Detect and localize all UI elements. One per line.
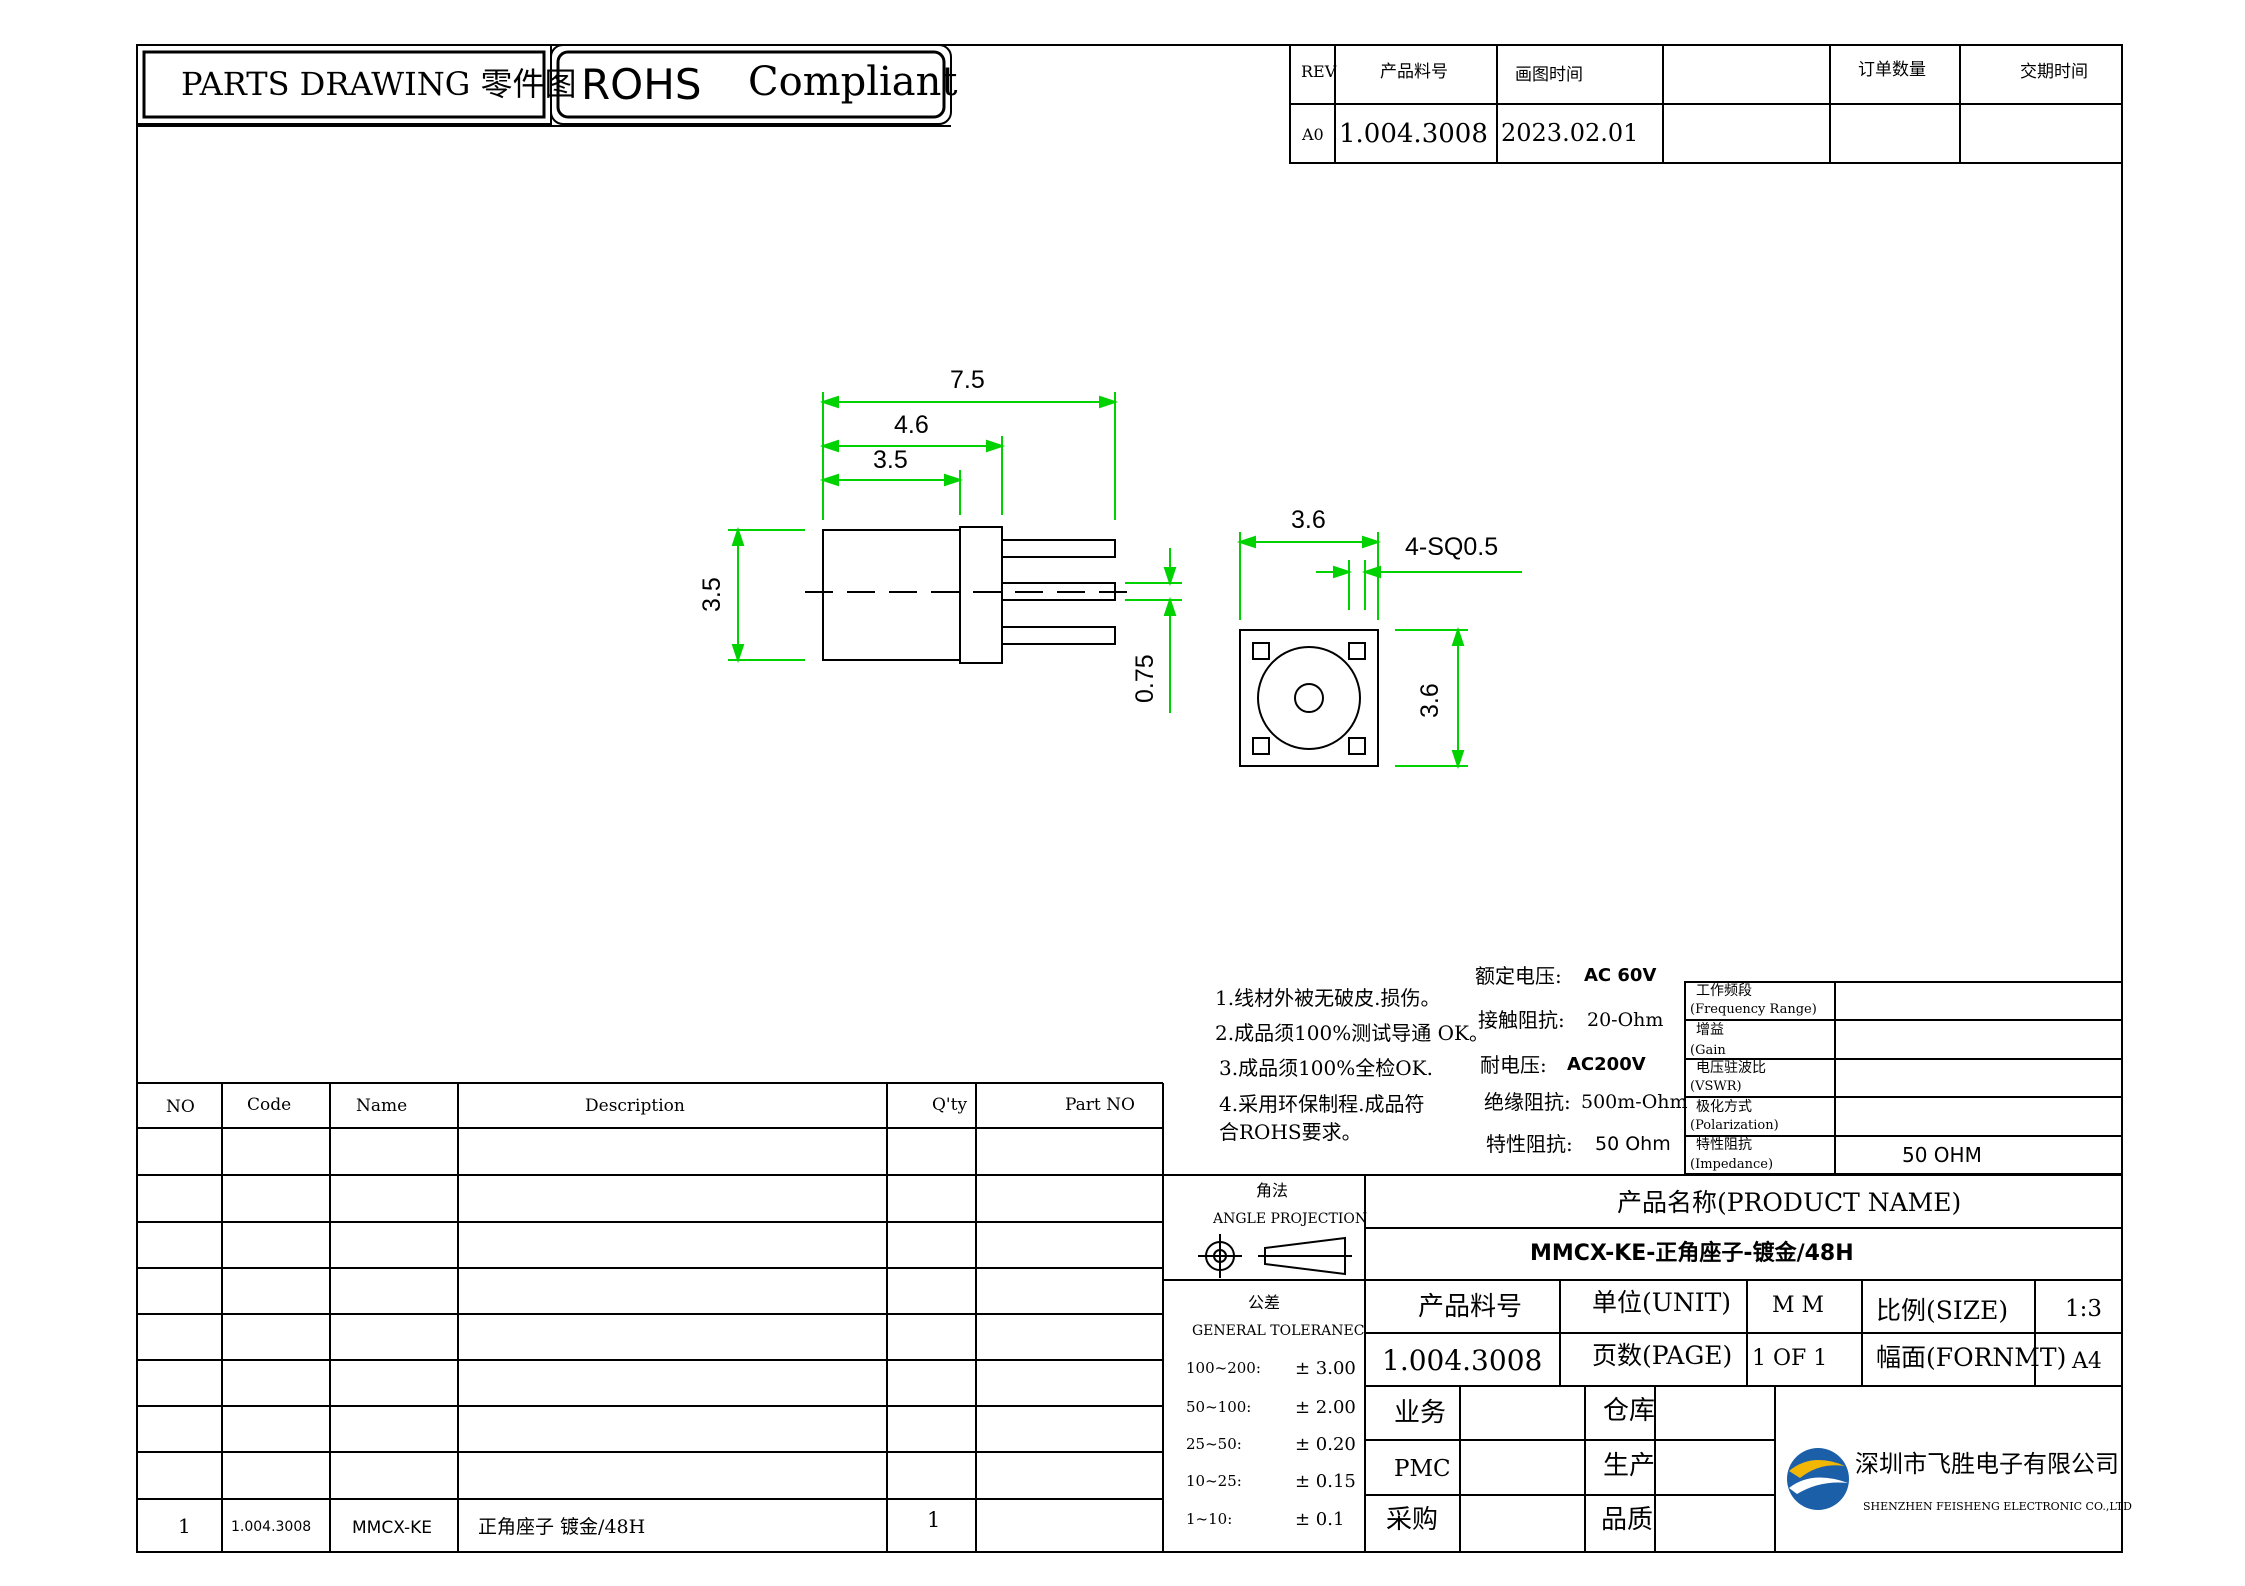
- dim-3-6-top: 3.6: [1291, 506, 1326, 534]
- bom-cell-name: MMCX-KE: [352, 1518, 433, 1538]
- unit-value: M M: [1772, 1293, 1825, 1318]
- tolerance-value: ± 2.00: [1295, 1397, 1356, 1418]
- rf-label-en: (Gain: [1690, 1043, 1726, 1058]
- dim-3-6-right: 3.6: [1416, 683, 1444, 718]
- tolerance-range: 25~50:: [1186, 1435, 1242, 1453]
- tolerance-value: ± 0.20: [1295, 1434, 1356, 1455]
- draw-date-value: 2023.02.01: [1501, 119, 1639, 147]
- format-value: A4: [2072, 1349, 2102, 1374]
- product-name: MMCX-KE-正角座子-镀金/48H: [1530, 1241, 1854, 1266]
- note-2: 2.成品须100%测试导通 OK。: [1215, 1021, 1489, 1045]
- bom-header-qty: Q'ty: [932, 1095, 968, 1115]
- rf-impedance-value: 50 OHM: [1902, 1143, 1982, 1167]
- rf-label-en: (VSWR): [1690, 1079, 1742, 1094]
- angle-label-cn: 角法: [1256, 1181, 1289, 1200]
- side-view: [805, 526, 1135, 664]
- front-view: [1239, 629, 1379, 767]
- spec-value: 50 Ohm: [1595, 1133, 1671, 1155]
- spec-label: 耐电压:: [1480, 1053, 1547, 1077]
- spec-label: 接触阻抗:: [1478, 1008, 1565, 1032]
- spec-value: AC 60V: [1584, 965, 1657, 986]
- page-label: 页数(PAGE): [1592, 1341, 1733, 1370]
- tolerance-range: 50~100:: [1186, 1398, 1252, 1416]
- note-3: 3.成品须100%全检OK.: [1219, 1056, 1433, 1080]
- company-name-en: SHENZHEN FEISHENG ELECTRONIC CO.,LTD: [1863, 1500, 2132, 1513]
- rev-header: REV: [1301, 62, 1337, 81]
- dim-4-6: 4.6: [894, 411, 929, 439]
- bom-cell-code: 1.004.3008: [231, 1519, 312, 1535]
- rf-label-cn: 增益: [1696, 1022, 1724, 1038]
- format-label: 幅面(FORNMT): [1876, 1343, 2067, 1372]
- order-qty-header: 订单数量: [1858, 60, 1926, 80]
- part-no-header: 产品料号: [1380, 62, 1448, 82]
- tolerance-label-en: GENERAL TOLERANEC: [1192, 1323, 1365, 1339]
- draw-date-header: 画图时间: [1515, 65, 1583, 85]
- part-no-value: 1.004.3008: [1382, 1344, 1543, 1377]
- note-1: 1.线材外被无破皮.损伤。: [1215, 986, 1441, 1010]
- part-no-label: 产品料号: [1418, 1292, 1523, 1322]
- rf-label-cn: 极化方式: [1696, 1099, 1752, 1115]
- parts-drawing-title: PARTS DRAWING 零件图: [181, 65, 577, 103]
- delivery-date-header: 交期时间: [2020, 62, 2088, 82]
- dim-3-5-left: 3.5: [698, 577, 726, 612]
- spec-value: AC200V: [1567, 1054, 1646, 1075]
- sign-label-sales: 业务: [1394, 1398, 1447, 1428]
- dim-7-5: 7.5: [950, 366, 985, 394]
- sign-label-warehouse: 仓库: [1603, 1396, 1656, 1426]
- note-4: 4.采用环保制程.成品符: [1219, 1092, 1425, 1116]
- spec-label: 绝缘阻抗:: [1484, 1090, 1571, 1114]
- bom-header-name: Name: [356, 1096, 408, 1116]
- tolerance-value: ± 0.15: [1295, 1471, 1356, 1492]
- bom-cell-qty: 1: [927, 1508, 941, 1532]
- rf-label-cn: 特性阻抗: [1696, 1137, 1752, 1153]
- spec-label: 特性阻抗:: [1486, 1132, 1573, 1156]
- angle-projection-symbol: [1198, 1234, 1352, 1278]
- border-and-tables: [136, 44, 2123, 1553]
- tolerance-value: ± 0.1: [1295, 1509, 1345, 1530]
- bom-header-code: Code: [247, 1095, 292, 1115]
- note-5: 合ROHS要求。: [1219, 1120, 1362, 1144]
- bom-header-description: Description: [585, 1096, 685, 1116]
- dimension-lines: [728, 392, 1522, 770]
- product-name-label: 产品名称(PRODUCT NAME): [1617, 1188, 1962, 1217]
- dim-3-5-top: 3.5: [873, 446, 908, 474]
- spec-value: 20-Ohm: [1587, 1009, 1664, 1031]
- sign-label-production: 生产: [1603, 1451, 1656, 1481]
- unit-label: 单位(UNIT): [1592, 1288, 1732, 1317]
- tolerance-label-cn: 公差: [1248, 1293, 1281, 1312]
- rev-value: A0: [1302, 125, 1324, 144]
- sign-label-purchase: 采购: [1386, 1505, 1439, 1535]
- page-value: 1 OF 1: [1752, 1346, 1828, 1371]
- rf-label-en: (Frequency Range): [1690, 1002, 1817, 1017]
- spec-value: 500m-Ohm: [1581, 1091, 1688, 1113]
- tolerance-range: 1~10:: [1186, 1510, 1233, 1528]
- scale-label: 比例(SIZE): [1876, 1296, 2009, 1325]
- rohs-label: ROHS: [581, 60, 702, 109]
- compliant-label: Compliant: [748, 59, 958, 105]
- angle-label-en: ANGLE PROJECTION: [1213, 1211, 1368, 1227]
- dim-4-sq0-5: 4-SQ0.5: [1405, 533, 1499, 561]
- scale-value: 1:3: [2065, 1296, 2103, 1322]
- tolerance-value: ± 3.00: [1295, 1358, 1356, 1379]
- dim-0-75: 0.75: [1131, 654, 1159, 703]
- rf-label-cn: 工作频段: [1696, 983, 1752, 999]
- bom-header-part-no: Part NO: [1065, 1095, 1135, 1115]
- spec-label: 额定电压:: [1475, 964, 1562, 988]
- rf-label-en: (Polarization): [1690, 1118, 1779, 1133]
- tolerance-range: 10~25:: [1186, 1472, 1242, 1490]
- bom-cell-description: 正角座子 镀金/48H: [478, 1516, 646, 1538]
- rf-label-en: (Impedance): [1690, 1157, 1774, 1172]
- sign-label-quality: 品质: [1601, 1505, 1654, 1535]
- tolerance-range: 100~200:: [1186, 1359, 1261, 1377]
- part-no-value: 1.004.3008: [1339, 119, 1488, 149]
- bom-header-no: NO: [166, 1097, 195, 1117]
- rf-label-cn: 电压驻波比: [1696, 1060, 1766, 1076]
- sign-label-pmc: PMC: [1394, 1456, 1451, 1482]
- bom-cell-no: 1: [178, 1514, 191, 1538]
- company-name-cn: 深圳市飞胜电子有限公司: [1855, 1450, 2119, 1478]
- company-logo: [1787, 1448, 1849, 1510]
